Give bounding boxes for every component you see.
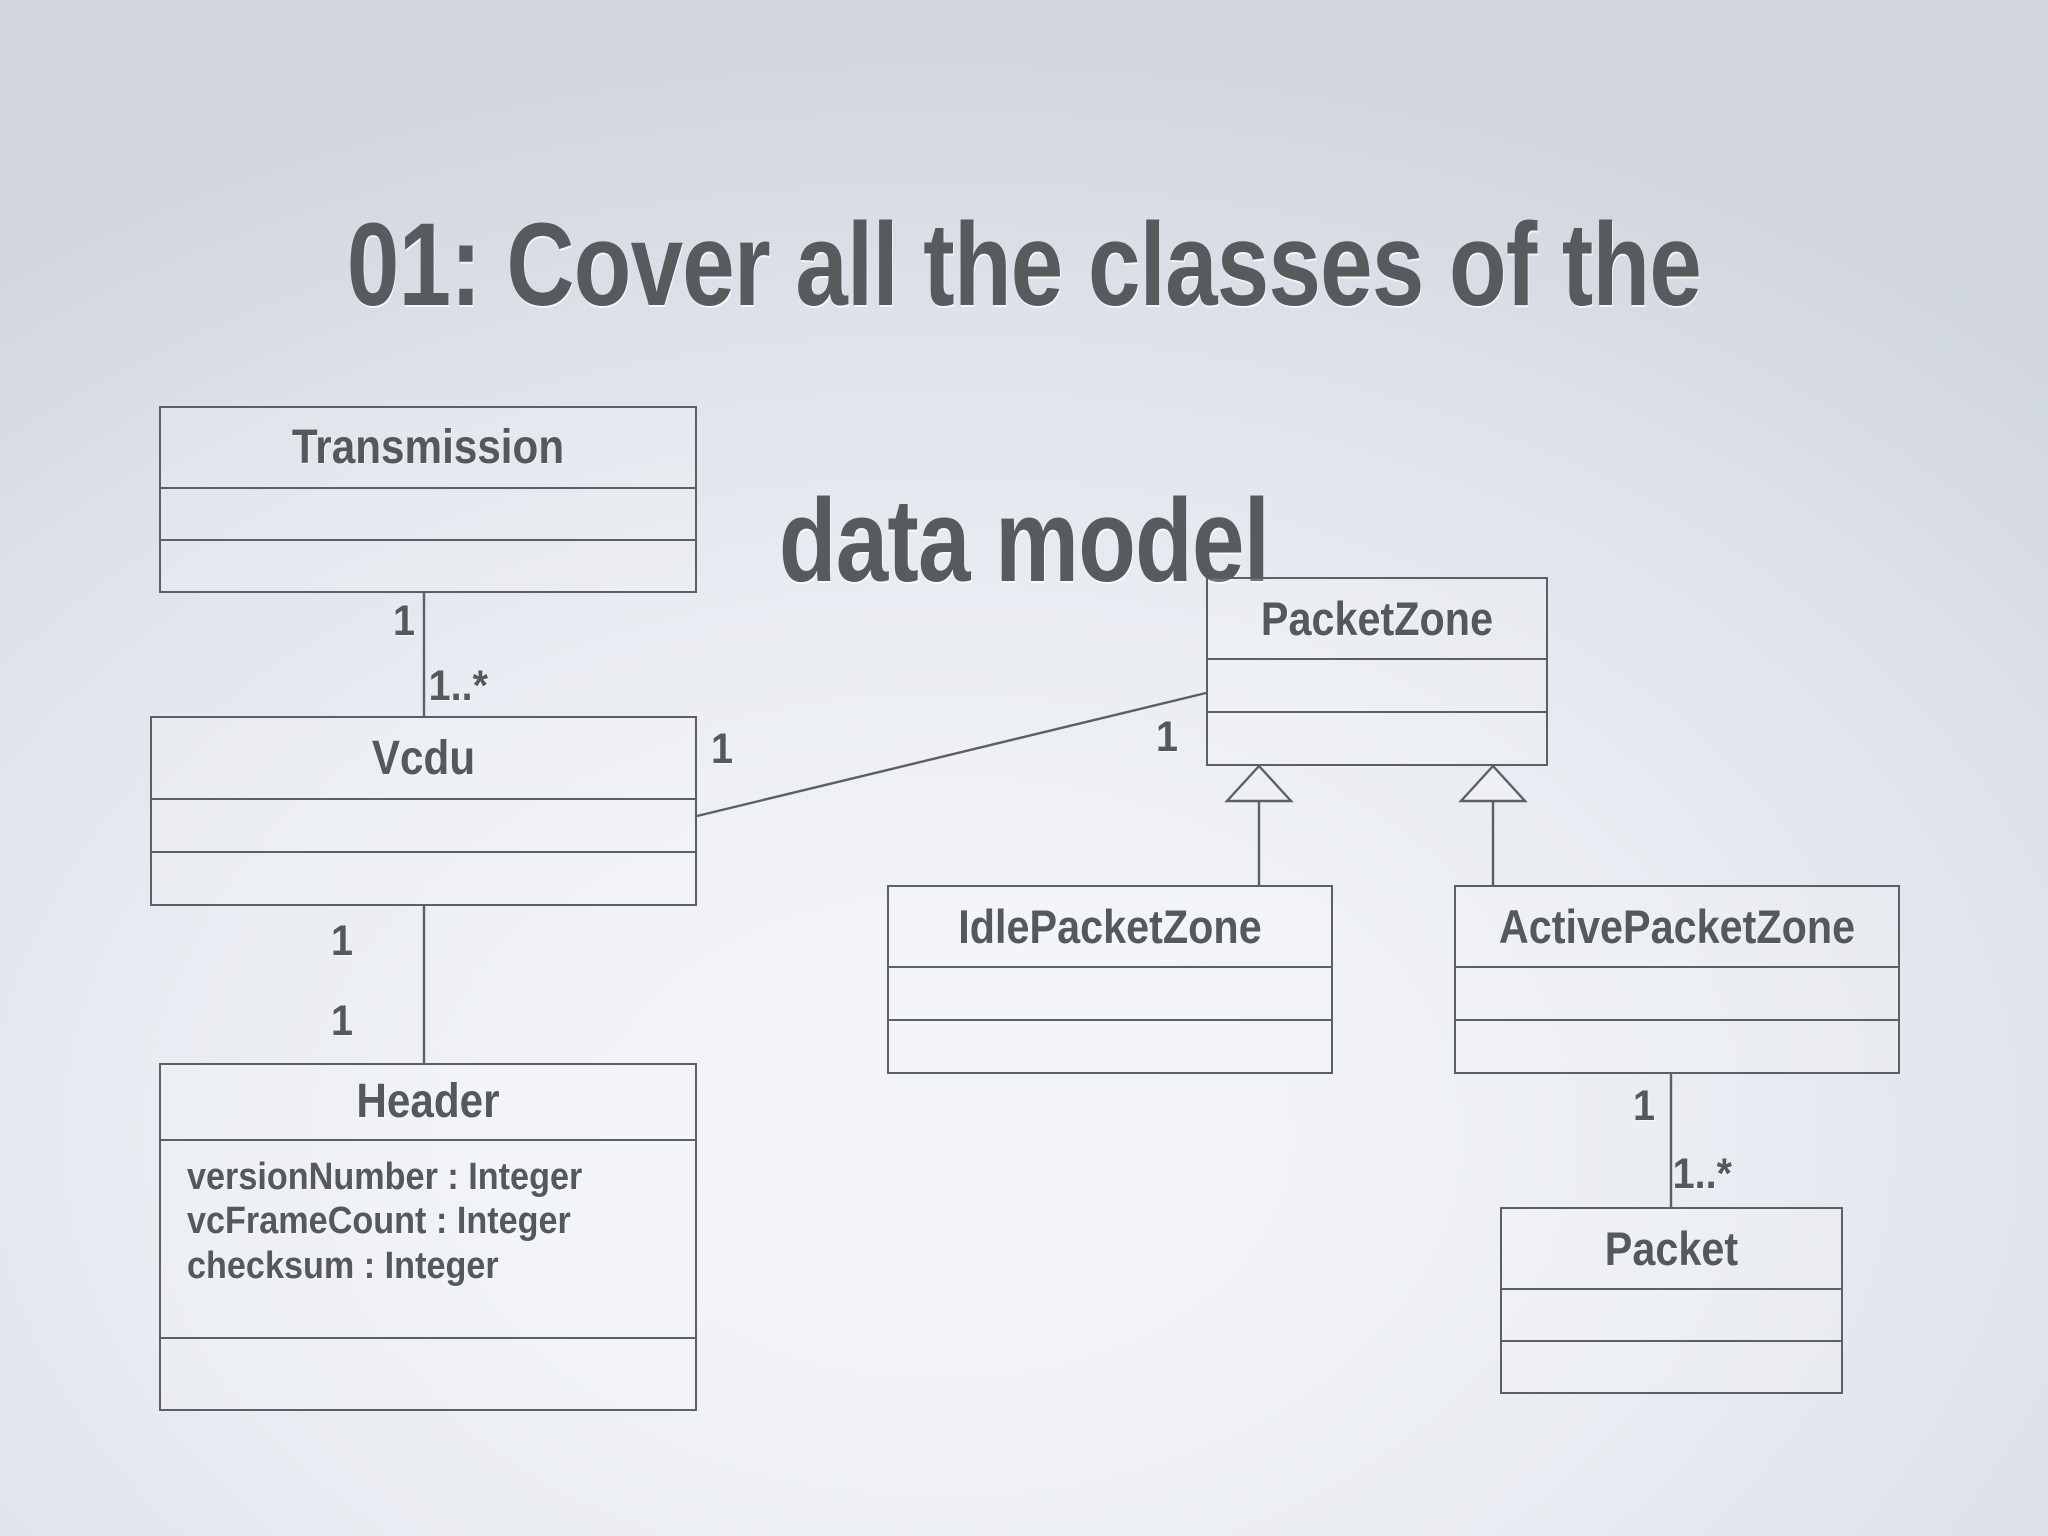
class-operations-compartment-transmission — [161, 539, 695, 591]
class-operations-compartment-activepacketzone — [1456, 1019, 1898, 1072]
class-name-packetzone: PacketZone — [1260, 592, 1494, 646]
class-attributes-compartment-transmission — [161, 487, 695, 539]
connector-vcdu-packetzone — [696, 691, 1207, 818]
class-attributes-compartment-vcdu — [152, 798, 695, 851]
class-attributes-compartment-packetzone — [1208, 658, 1546, 711]
class-name-vcdu: Vcdu — [371, 731, 476, 785]
class-attributes-compartment-header: versionNumber : Integer vcFrameCount : I… — [161, 1138, 695, 1338]
class-name-header: Header — [356, 1075, 500, 1129]
class-box-transmission[interactable]: Transmission — [159, 406, 697, 593]
class-box-packet[interactable]: Packet — [1500, 1207, 1843, 1394]
class-attribute: checksum : Integer — [187, 1245, 499, 1288]
class-operations-compartment-vcdu — [152, 851, 695, 904]
class-box-idlepacketzone[interactable]: IdlePacketZone — [887, 885, 1333, 1074]
class-attributes-compartment-idlepacketzone — [889, 966, 1331, 1019]
class-operations-compartment-header — [161, 1337, 695, 1409]
class-operations-compartment-packetzone — [1208, 711, 1546, 764]
class-box-activepacketzone[interactable]: ActivePacketZone — [1454, 885, 1900, 1074]
class-attribute: versionNumber : Integer — [187, 1155, 583, 1198]
generalization-triangle-activepacketzone — [1458, 764, 1528, 803]
class-attributes-compartment-activepacketzone — [1456, 966, 1898, 1019]
class-box-vcdu[interactable]: Vcdu — [150, 716, 697, 906]
class-name-activepacketzone: ActivePacketZone — [1498, 900, 1856, 954]
class-attributes-compartment-packet — [1502, 1287, 1841, 1340]
generalization-triangle-idlepacketzone — [1224, 764, 1294, 803]
class-attribute: vcFrameCount : Integer — [187, 1200, 571, 1243]
class-box-header[interactable]: Header versionNumber : Integer vcFrameCo… — [159, 1063, 697, 1411]
class-operations-compartment-idlepacketzone — [889, 1019, 1331, 1072]
class-name-packet: Packet — [1604, 1221, 1739, 1275]
class-name-idlepacketzone: IdlePacketZone — [958, 900, 1262, 954]
class-operations-compartment-packet — [1502, 1339, 1841, 1392]
class-name-transmission: Transmission — [291, 421, 565, 475]
class-box-packetzone[interactable]: PacketZone — [1206, 577, 1548, 766]
